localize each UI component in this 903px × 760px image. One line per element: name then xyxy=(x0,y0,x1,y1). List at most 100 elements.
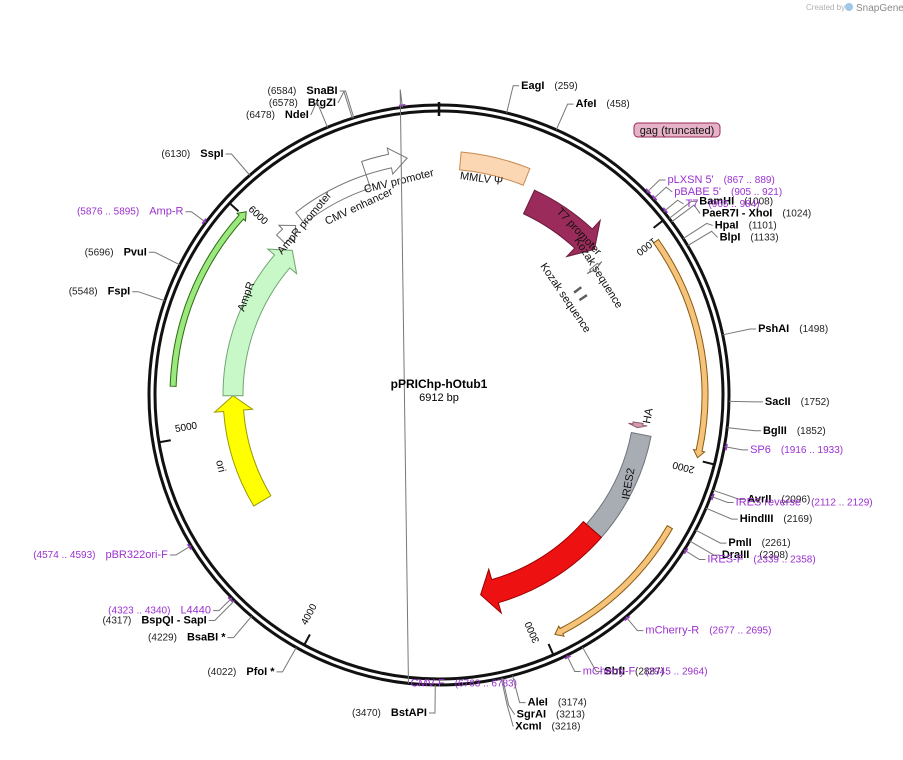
site-xcmi-position: (3218) xyxy=(552,722,581,733)
site-sacii-leader xyxy=(728,400,763,403)
feature-label-ires2: IRES2 xyxy=(620,467,637,500)
primer-t7[interactable]: T7(965 .. 984) xyxy=(662,198,760,214)
feature-ori-8[interactable] xyxy=(213,395,272,507)
site-afei[interactable]: AfeI(458) xyxy=(555,98,630,130)
primer-l4440[interactable]: L4440(4323 .. 4340) xyxy=(108,596,234,617)
site-avrii[interactable]: AvrII(2096) xyxy=(712,489,810,505)
ruler-tick-label-4000: 4000 xyxy=(299,602,319,627)
ruler-tick-5000 xyxy=(159,439,171,444)
site-xcmi[interactable]: XcmI(3218) xyxy=(500,678,581,733)
feature-t7-promoter-2[interactable] xyxy=(586,261,603,275)
site-fspi-name: FspI xyxy=(108,286,131,298)
site-draiii-name: DraIII xyxy=(722,549,750,561)
primer-pbabe-5-name: pBABE 5' xyxy=(674,186,721,198)
feature-ampr-9[interactable] xyxy=(222,248,298,397)
site-pfoi[interactable]: PfoI * (4022) xyxy=(207,647,297,678)
site-bglii[interactable]: BglII(1852) xyxy=(727,425,826,437)
site-hindiii[interactable]: HindIII(2169) xyxy=(705,507,812,525)
site-sacii[interactable]: SacII(1752) xyxy=(728,396,830,408)
feature-kozak-sequence-4[interactable] xyxy=(578,294,588,302)
feature-label-mmlv: MMLV Ψ xyxy=(459,170,503,188)
site-bspqi-sapi-name: BspQI - SapI xyxy=(141,614,206,626)
primer-sp6[interactable]: SP6(1916 .. 1933) xyxy=(724,443,843,456)
feature-ires2-6[interactable] xyxy=(585,431,652,539)
site-pvui-position: (5696) xyxy=(85,247,114,258)
site-alei-name: AleI xyxy=(528,697,548,709)
primer-mcherry-r[interactable]: mCherry-R(2677 .. 2695) xyxy=(624,615,772,637)
site-hpai-name: HpaI xyxy=(715,219,739,231)
site-pmli-leader xyxy=(695,529,727,544)
primer-amp-r-position: (5876 .. 5895) xyxy=(77,207,139,218)
primer-t7-name: T7 xyxy=(686,198,699,210)
primer-mcherry-f-position: (2945 .. 2964) xyxy=(645,666,707,677)
primer-plxsn-5[interactable]: pLXSN 5'(867 .. 889) xyxy=(645,174,775,195)
site-ndei[interactable]: NdeI(6478) xyxy=(246,100,328,128)
site-fspi[interactable]: FspI(5548) xyxy=(69,286,165,302)
primer-l4440-leader xyxy=(213,597,233,612)
feature-mmlv-0[interactable] xyxy=(458,151,531,186)
site-bstapi-name: BstAPI xyxy=(391,707,427,719)
site-bglii-position: (1852) xyxy=(797,426,826,437)
feature-arrows xyxy=(213,147,652,615)
site-alei[interactable]: AleI(3174) xyxy=(512,675,587,709)
site-draiii[interactable]: DraIII(2308) xyxy=(689,540,789,561)
site-draiii-leader xyxy=(689,540,720,556)
primer-ires-f[interactable]: IRES-F(2339 .. 2358) xyxy=(683,547,816,566)
site-pfoi-position: (4022) xyxy=(207,667,236,678)
primer-mcherry-r-position: (2677 .. 2695) xyxy=(709,626,771,637)
site-sgrai[interactable]: SgrAI(3213) xyxy=(502,677,585,721)
primer-ires-f-position: (2339 .. 2358) xyxy=(753,555,815,566)
site-sspi[interactable]: SspI(6130) xyxy=(161,148,251,176)
site-snabi[interactable]: SnaBI(6584) xyxy=(267,85,355,118)
feature-kozak-sequence-3[interactable] xyxy=(573,286,582,294)
primer-amp-r[interactable]: Amp-R(5876 .. 5895) xyxy=(77,206,208,225)
site-pshai-name: PshAI xyxy=(758,323,789,335)
outer-arc-1 xyxy=(652,238,709,459)
site-snabi-position: (6584) xyxy=(267,86,296,97)
site-avrii-position: (2096) xyxy=(781,494,810,505)
feature-ampr-promoter-10[interactable] xyxy=(275,224,297,245)
primer-pbr322ori-f[interactable]: pBR322ori-F(4574 .. 4593) xyxy=(33,543,193,561)
site-pfoi-name: PfoI * xyxy=(246,666,275,678)
feature-gag-truncated-1[interactable] xyxy=(522,189,602,258)
site-pmli[interactable]: PmlI(2261) xyxy=(695,529,791,549)
site-blpi[interactable]: BlpI(1133) xyxy=(687,230,779,247)
feature-cmv-enhancer-11[interactable] xyxy=(295,174,372,225)
site-sbfi-position: (2887) xyxy=(635,666,664,677)
site-paer7i-xhoi-name: PaeR7I - XhoI xyxy=(702,207,772,219)
site-sspi-leader xyxy=(225,153,251,176)
site-pshai[interactable]: PshAI (1498) xyxy=(722,323,828,336)
site-hpai-leader xyxy=(682,222,713,239)
site-hpai[interactable]: HpaI(1101) xyxy=(682,219,777,239)
feature-ha-5[interactable] xyxy=(628,421,648,429)
primer-pbabe-5[interactable]: pBABE 5'(905 .. 921) xyxy=(651,186,782,201)
site-bsabi[interactable]: BsaBI *(4229) xyxy=(148,615,252,644)
primer-mcherry-f[interactable]: mCherry-F(2945 .. 2964) xyxy=(564,654,708,677)
site-pvui[interactable]: PvuI(5696) xyxy=(85,246,181,266)
site-hindiii-name: HindIII xyxy=(740,513,774,525)
site-ndei-name: NdeI xyxy=(285,109,309,121)
feature-mcherry-7[interactable] xyxy=(480,520,603,615)
site-pshai-position: (1498) xyxy=(799,324,828,335)
primer-ires-reverse[interactable]: IRES reverse(2112 .. 2129) xyxy=(710,493,873,509)
site-sgrai-name: SgrAI xyxy=(517,709,546,721)
primer-pbabe-5-leader xyxy=(652,186,673,200)
site-sbfi[interactable]: SbfI(2887) xyxy=(581,646,664,677)
site-bsabi-name: BsaBI * xyxy=(187,632,226,644)
site-paer7i-xhoi[interactable]: PaeR7I - XhoI(1024) xyxy=(671,204,812,223)
feature-labels: MMLV Ψ gag (truncated) T7 promoter Kozak… xyxy=(213,122,721,601)
site-eagi-leader xyxy=(506,85,520,114)
site-eagi[interactable]: EagI(259) xyxy=(506,80,578,114)
site-avrii-leader xyxy=(712,489,746,500)
site-bspqi-sapi-leader xyxy=(208,600,235,621)
site-afei-position: (458) xyxy=(606,99,629,110)
primer-sp6-name: SP6 xyxy=(750,444,771,456)
site-bstapi[interactable]: BstAPI(3470) xyxy=(352,684,436,719)
site-pmli-name: PmlI xyxy=(728,537,751,549)
feature-cmv-promoter-12[interactable] xyxy=(360,147,408,176)
outer-feature-arcs xyxy=(169,211,709,637)
site-bamhi[interactable]: BamHI(1008) xyxy=(668,195,773,219)
primer-cmv-f[interactable]: CMV-F(6763 .. 6783) xyxy=(398,89,517,689)
site-bspqi-sapi[interactable]: BspQI - SapI(4317) xyxy=(102,600,235,627)
